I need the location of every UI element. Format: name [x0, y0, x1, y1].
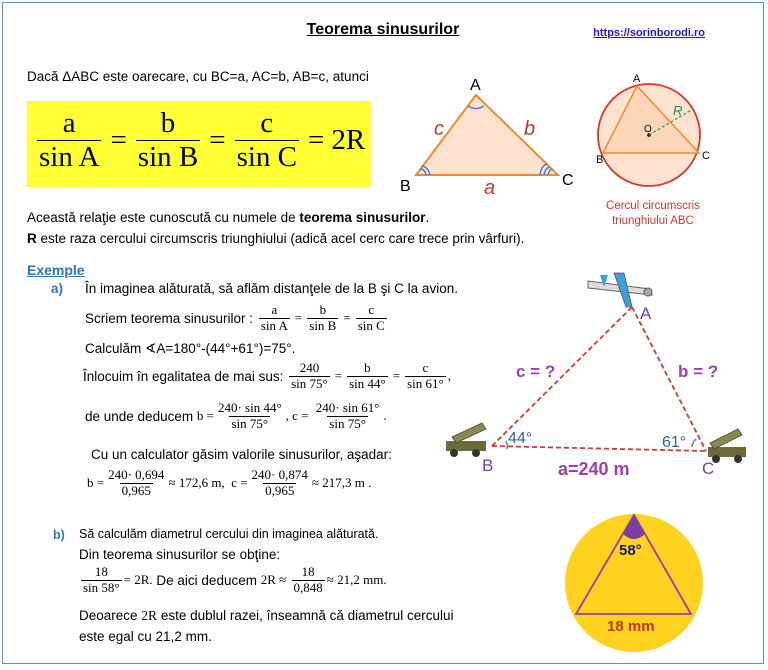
circle-caption-line2: triunghiului ABC: [612, 215, 694, 227]
angle-58-label: 58°: [619, 542, 642, 559]
side-c-label: c: [434, 118, 444, 140]
svg-text:B: B: [482, 456, 493, 475]
example-a-step3: de unde deducem b = 240· sin 44°sin 75° …: [85, 400, 387, 431]
svg-text:A: A: [640, 304, 652, 323]
svg-text:C: C: [702, 150, 710, 162]
example-a-label: a): [51, 281, 64, 296]
website-link[interactable]: https://sorinborodi.ro: [593, 27, 705, 39]
svg-text:A: A: [633, 73, 641, 85]
example-b-step3: Deoarece 2R este dublul razei, înseamnă …: [79, 608, 454, 623]
triangle-figure: A B C a b c: [400, 77, 574, 198]
circle-caption-line1: Cercul circumscris: [606, 200, 700, 212]
side-b-label: b: [524, 118, 535, 140]
plane-figure: A B C c = ? b = ? a=240 m 44° 61°: [446, 272, 746, 479]
launcher-c-icon: [708, 428, 746, 463]
side-c-unknown: c = ?: [516, 362, 555, 381]
examples-heading: Exemple: [27, 262, 85, 278]
angle-c-label: 61°: [662, 434, 686, 451]
inscribed-triangle: [601, 84, 701, 154]
example-b-label: b): [53, 528, 65, 542]
example-a-statement: În imaginea alăturată, să aflăm distanţe…: [85, 281, 458, 296]
svg-text:C: C: [702, 459, 714, 478]
side-18mm-label: 18 mm: [607, 618, 655, 635]
svg-text:B: B: [596, 154, 603, 166]
example-a-step4: Cu un calculator găsim valorile sinusuri…: [91, 447, 392, 462]
radius-text: R este raza cercului circumscris triungh…: [27, 231, 525, 246]
circumcircle-figure: A B C O R Cercul circumscris triunghiulu…: [596, 73, 710, 227]
vertex-c-label: C: [562, 172, 574, 189]
example-a-angle-calc: Calculăm ∢A=180°-(44°+61°)=75°.: [85, 341, 296, 356]
triangle-abc: [414, 93, 561, 176]
yellow-circle-figure: 58° 18 mm: [565, 513, 703, 652]
example-b-statement: Să calculăm diametrul cercului din imagi…: [79, 527, 379, 541]
relation-text: Această relaţie este cunoscută cu numele…: [27, 210, 430, 225]
page-title: Teorema sinusurilor: [306, 21, 460, 38]
side-a-label: a: [484, 177, 495, 198]
angle-b-label: 44°: [508, 430, 532, 447]
airplane-icon: [587, 272, 653, 308]
svg-text:O: O: [644, 124, 652, 135]
launcher-b-icon: [446, 422, 487, 457]
example-b-conclusion: este egal cu 21,2 mm.: [79, 629, 212, 644]
intro-text: Dacă ΔABC este oarecare, cu BC=a, AC=b, …: [27, 69, 369, 84]
side-a-value: a=240 m: [558, 459, 630, 479]
inscribed-triangle: [574, 513, 693, 615]
side-b-unknown: b = ?: [678, 362, 718, 381]
vertex-a-label: A: [470, 77, 481, 94]
circle: [565, 514, 703, 652]
svg-text:R: R: [673, 103, 682, 118]
example-b-step1: Din teorema sinusurilor se obţine:: [79, 547, 281, 562]
vertex-b-label: B: [400, 178, 411, 195]
